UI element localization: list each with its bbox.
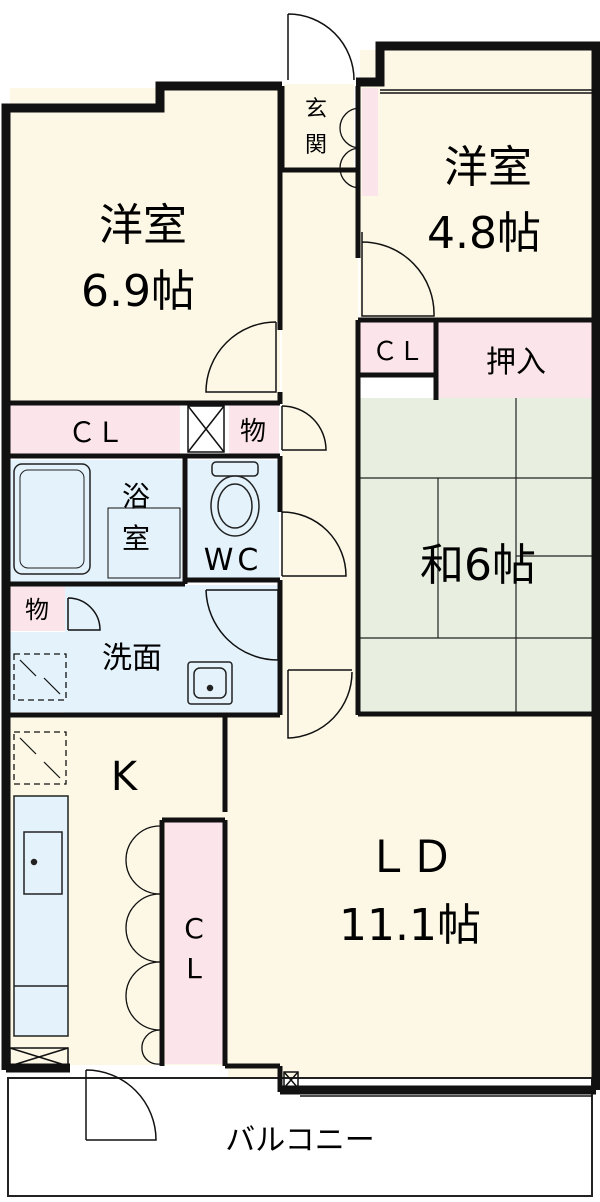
- appliance-spaces: [13, 653, 67, 785]
- entrance-shoe-cabinet: [362, 88, 378, 196]
- storage-x-marks: [9, 405, 299, 1089]
- living-dining-name: ＬＤ: [366, 832, 454, 883]
- western-room-right-floor: [360, 50, 594, 322]
- bathroom-label-2: 室: [122, 522, 150, 555]
- japanese-room-label: 和6帖: [420, 540, 536, 591]
- closet-kitchen-label-1: C: [184, 912, 204, 945]
- hallway-floor: [282, 170, 358, 715]
- oshiire-floor: [438, 322, 594, 398]
- mono-washroom-floor: [10, 585, 65, 631]
- bathroom-label-1: 浴: [122, 480, 150, 513]
- western-room-left-size: 6.9帖: [81, 266, 195, 317]
- washbasin-icon: [187, 661, 233, 705]
- closet-left-floor: [10, 402, 180, 456]
- walls: [1, 41, 600, 1095]
- washroom-floor: [65, 585, 280, 713]
- closet-left-label: ＣＬ: [68, 416, 124, 449]
- entrance-floor: [284, 84, 354, 170]
- washroom-label: 洗面: [102, 641, 162, 676]
- appliance-arrows: [19, 659, 61, 779]
- tatami-mats: [360, 398, 594, 714]
- living-dining-size: 11.1帖: [339, 900, 481, 951]
- mono-hall-floor: [229, 402, 279, 456]
- closet-right-label: ＣＬ: [372, 337, 424, 367]
- door-swings: [67, 13, 435, 1141]
- balcony-label: バルコニー: [225, 1123, 374, 1158]
- western-room-left-name: 洋室: [99, 200, 187, 251]
- folding-doors-entrance: [339, 107, 361, 189]
- toilet-label: WC: [204, 543, 263, 578]
- bathtub: [13, 463, 91, 575]
- toilet-icon: [210, 461, 260, 537]
- closet-kitchen-label-2: L: [186, 952, 202, 985]
- western-room-right-name: 洋室: [444, 142, 532, 193]
- washroom-floor-left: [10, 632, 66, 712]
- kitchen-counter: [13, 795, 69, 1037]
- entrance-label-1: 玄: [305, 97, 327, 122]
- folding-doors-kitchen: [125, 825, 161, 1065]
- western-room-left-floor: [10, 88, 280, 402]
- interior-walls: [8, 86, 596, 1092]
- closet-kitchen-floor: [165, 820, 223, 1064]
- closet-right-floor: [360, 322, 436, 374]
- mono-hall-label: 物: [240, 417, 266, 447]
- mono-washroom-label: 物: [25, 596, 49, 624]
- kitchen-label: K: [111, 754, 139, 800]
- window-lines: [300, 89, 596, 1097]
- western-room-right-size: 4.8帖: [427, 208, 541, 259]
- living-dining-floor: [228, 715, 594, 1093]
- oshiire-label: 押入: [486, 345, 546, 380]
- bathtub-inner: [19, 469, 85, 569]
- entrance-label-2: 関: [305, 133, 327, 158]
- balcony-outline: [7, 1077, 593, 1197]
